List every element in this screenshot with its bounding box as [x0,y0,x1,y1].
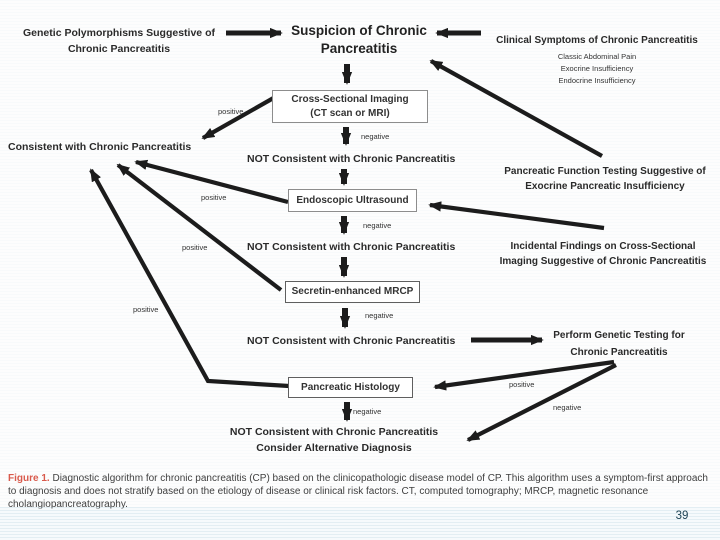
edge-label-negative-imaging: negative [361,132,390,141]
node-pancreatic-function-testing: Pancreatic Function Testing Suggestive o… [491,165,719,194]
node-genetic-testing-line1: Perform Genetic Testing for [553,330,685,341]
figure-caption: Figure 1. Diagnostic algorithm for chron… [8,472,712,511]
arrow-incidental-to-eus [428,201,605,231]
node-clinical-symptoms: Clinical Symptoms of Chronic Pancreatiti… [484,33,710,87]
edge-label-positive-eus: positive [201,193,227,202]
edge-label-negative-genetic: negative [553,403,582,412]
edge-label-positive-mrcp: positive [182,243,208,252]
arrow-eus-positive-to-consistent [134,159,289,205]
edge-label-negative-mrcp: negative [365,311,394,320]
box-endoscopic-ultrasound-label: Endoscopic Ultrasound [296,194,409,206]
node-genetic-polymorphisms-line1: Genetic Polymorphisms Suggestive of [23,27,215,39]
arrow-imaging-positive-to-consistent [201,94,279,140]
node-genetic-testing-line2: Chronic Pancreatitis [570,346,668,358]
node-not-consistent-1: NOT Consistent with Chronic Pancreatitis [247,153,456,165]
node-consistent: Consistent with Chronic Pancreatitis [8,141,192,153]
node-not-consistent-alternative: NOT Consistent with Chronic Pancreatitis… [214,425,454,456]
box-cross-sectional-imaging: Cross-Sectional Imaging (CT scan or MRI) [272,90,428,123]
box-pancreatic-histology-label: Pancreatic Histology [301,381,400,393]
node-not-consistent-4: NOT Consistent with Chronic Pancreatitis [229,426,439,438]
node-incidental-findings: Incidental Findings on Cross-Sectional I… [487,239,719,269]
node-not-consistent-3: NOT Consistent with Chronic Pancreatitis [247,335,456,347]
page-number: 39 [675,510,689,522]
figure-caption-text: Diagnostic algorithm for chronic pancrea… [8,473,708,510]
box-cross-sectional-imaging-line2: (CT scan or MRI) [310,107,390,119]
node-genetic-polymorphisms: Genetic Polymorphisms Suggestive of Chro… [10,25,228,57]
node-incidental-findings-line2: Imaging Suggestive of Chronic Pancreatit… [499,256,707,267]
symptom-classic-abdominal-pain: Classic Abdominal Pain [557,52,637,61]
node-suspicion-line2: Pancreatitis [320,41,398,56]
symptom-endocrine-insufficiency: Endocrine Insufficiency [558,76,636,85]
box-pancreatic-histology: Pancreatic Histology [288,377,413,398]
box-endoscopic-ultrasound: Endoscopic Ultrasound [288,189,417,212]
node-pancreatic-function-testing-line2: Exocrine Pancreatic Insufficiency [525,180,685,192]
edge-label-positive-imaging: positive [218,107,244,116]
symptom-exocrine-insufficiency: Exocrine Insufficiency [560,64,634,73]
arrow-histology-positive-to-consistent [89,168,290,389]
arrow-mrcp-positive-to-consistent [116,163,283,292]
edge-label-negative-eus: negative [363,221,392,230]
node-pancreatic-function-testing-line1: Pancreatic Function Testing Suggestive o… [504,166,706,177]
node-consider-alternative: Consider Alternative Diagnosis [256,441,412,454]
arrow-function-testing-to-suspicion [429,59,604,158]
figure-caption-label: Figure 1. [8,473,50,484]
node-incidental-findings-line1: Incidental Findings on Cross-Sectional [510,241,696,252]
node-suspicion-line1: Suspicion of Chronic [291,23,427,38]
edge-label-positive-histology: positive [133,305,159,314]
box-secretin-mrcp-label: Secretin-enhanced MRCP [291,286,414,298]
node-genetic-polymorphisms-line2: Chronic Pancreatitis [67,43,171,55]
edge-label-positive-genetic: positive [509,380,535,389]
node-suspicion-title: Suspicion of Chronic Pancreatitis [278,22,440,58]
node-genetic-testing: Perform Genetic Testing for Chronic Panc… [540,328,698,361]
arrow-genetic-positive-to-histology [433,359,615,391]
box-secretin-mrcp: Secretin-enhanced MRCP [285,281,420,303]
node-not-consistent-2: NOT Consistent with Chronic Pancreatitis [247,241,456,253]
node-clinical-symptoms-heading: Clinical Symptoms of Chronic Pancreatiti… [496,35,698,46]
edge-label-negative-histology: negative [353,407,382,416]
box-cross-sectional-imaging-line1: Cross-Sectional Imaging [291,94,409,105]
arrow-genetic-negative-to-alternative [466,363,617,442]
